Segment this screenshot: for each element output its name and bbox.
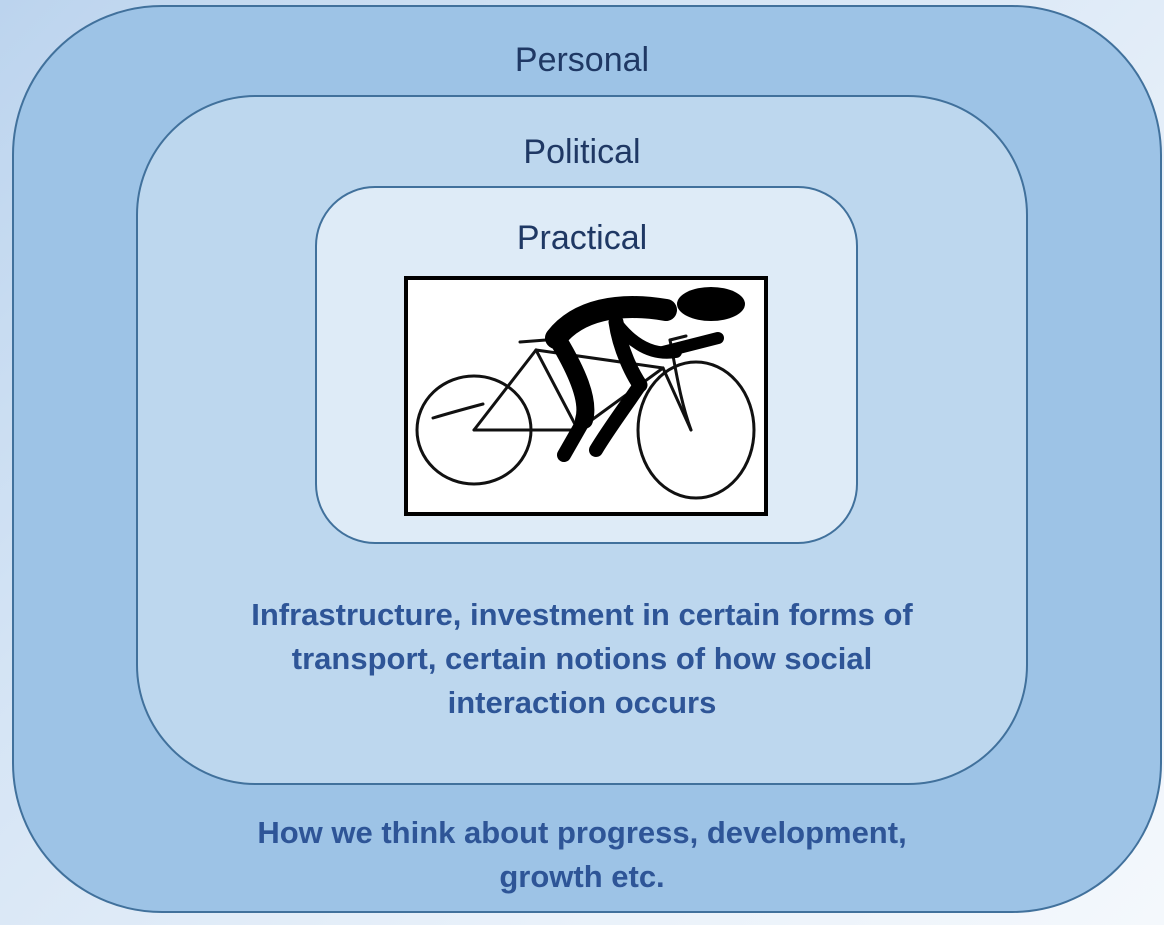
political-label: Political [523,133,641,171]
practical-label: Practical [516,219,648,257]
personal-description-line-2: growth etc. [499,859,665,894]
personal-label: Personal [514,41,650,79]
front-wheel [636,360,756,500]
cyclist-picture [404,276,768,516]
political-description-line-1: Infrastructure, investment in certain fo… [251,597,913,632]
rider [545,287,745,462]
political-description-line-3: interaction occurs [447,685,717,720]
personal-description-line-1: How we think about progress, development… [257,815,907,850]
political-description-line-2: transport, certain notions of how social [291,641,873,676]
cyclist-icon [415,287,756,500]
